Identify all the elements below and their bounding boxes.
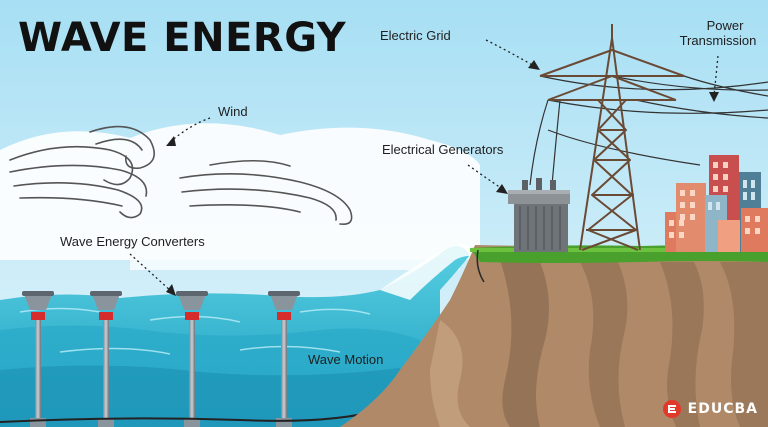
power-lines xyxy=(529,75,768,186)
converter-1 xyxy=(22,291,54,427)
wind-swirls xyxy=(9,125,353,226)
label-wave-motion: Wave Motion xyxy=(308,352,384,367)
city-buildings xyxy=(665,155,768,252)
converter-4 xyxy=(268,291,300,427)
label-wave-energy-converters: Wave Energy Converters xyxy=(60,234,205,249)
converter-3 xyxy=(176,291,208,427)
educba-logo-icon xyxy=(662,400,681,418)
arrow-heads xyxy=(166,60,719,296)
electrical-generator xyxy=(508,178,570,252)
educba-brand: EDUCBA xyxy=(662,399,758,419)
label-power-transmission-line2: Transmission xyxy=(679,33,757,48)
educba-logo-text: EDUCBA xyxy=(687,401,758,417)
diagram-title: WAVE ENERGY xyxy=(18,15,347,61)
label-power-transmission-line1: Power xyxy=(706,18,744,33)
label-electric-grid: Electric Grid xyxy=(380,28,451,43)
label-wind: Wind xyxy=(218,104,248,119)
clouds xyxy=(0,123,480,270)
electric-grid-arrow xyxy=(485,39,535,67)
wave-energy-converters xyxy=(22,291,300,427)
wave-energy-converters-arrow xyxy=(129,253,173,293)
label-power-transmission: Power Transmission xyxy=(680,18,760,48)
transmission-tower xyxy=(539,24,685,251)
converter-2 xyxy=(90,291,122,427)
label-electrical-generators: Electrical Generators xyxy=(382,142,504,157)
